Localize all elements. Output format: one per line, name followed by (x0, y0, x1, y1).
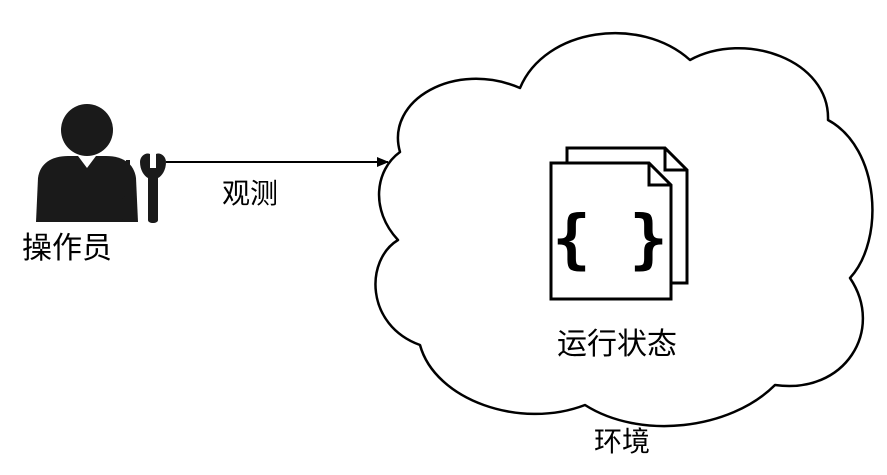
operator-icon (36, 104, 138, 222)
runtime-state-label: 运行状态 (557, 327, 677, 362)
wrench-icon (140, 153, 166, 223)
observe-label: 观测 (222, 177, 279, 210)
code-braces-icon: { } (552, 203, 668, 277)
screwdriver-icon (122, 160, 134, 222)
person-body-icon (36, 156, 138, 222)
person-head-icon (61, 104, 113, 156)
environment-label: 环境 (594, 425, 651, 458)
code-document-icon: { } (549, 146, 689, 301)
document-front-page (549, 161, 673, 301)
tools-icon (122, 153, 166, 223)
operator-label: 操作员 (22, 231, 112, 266)
